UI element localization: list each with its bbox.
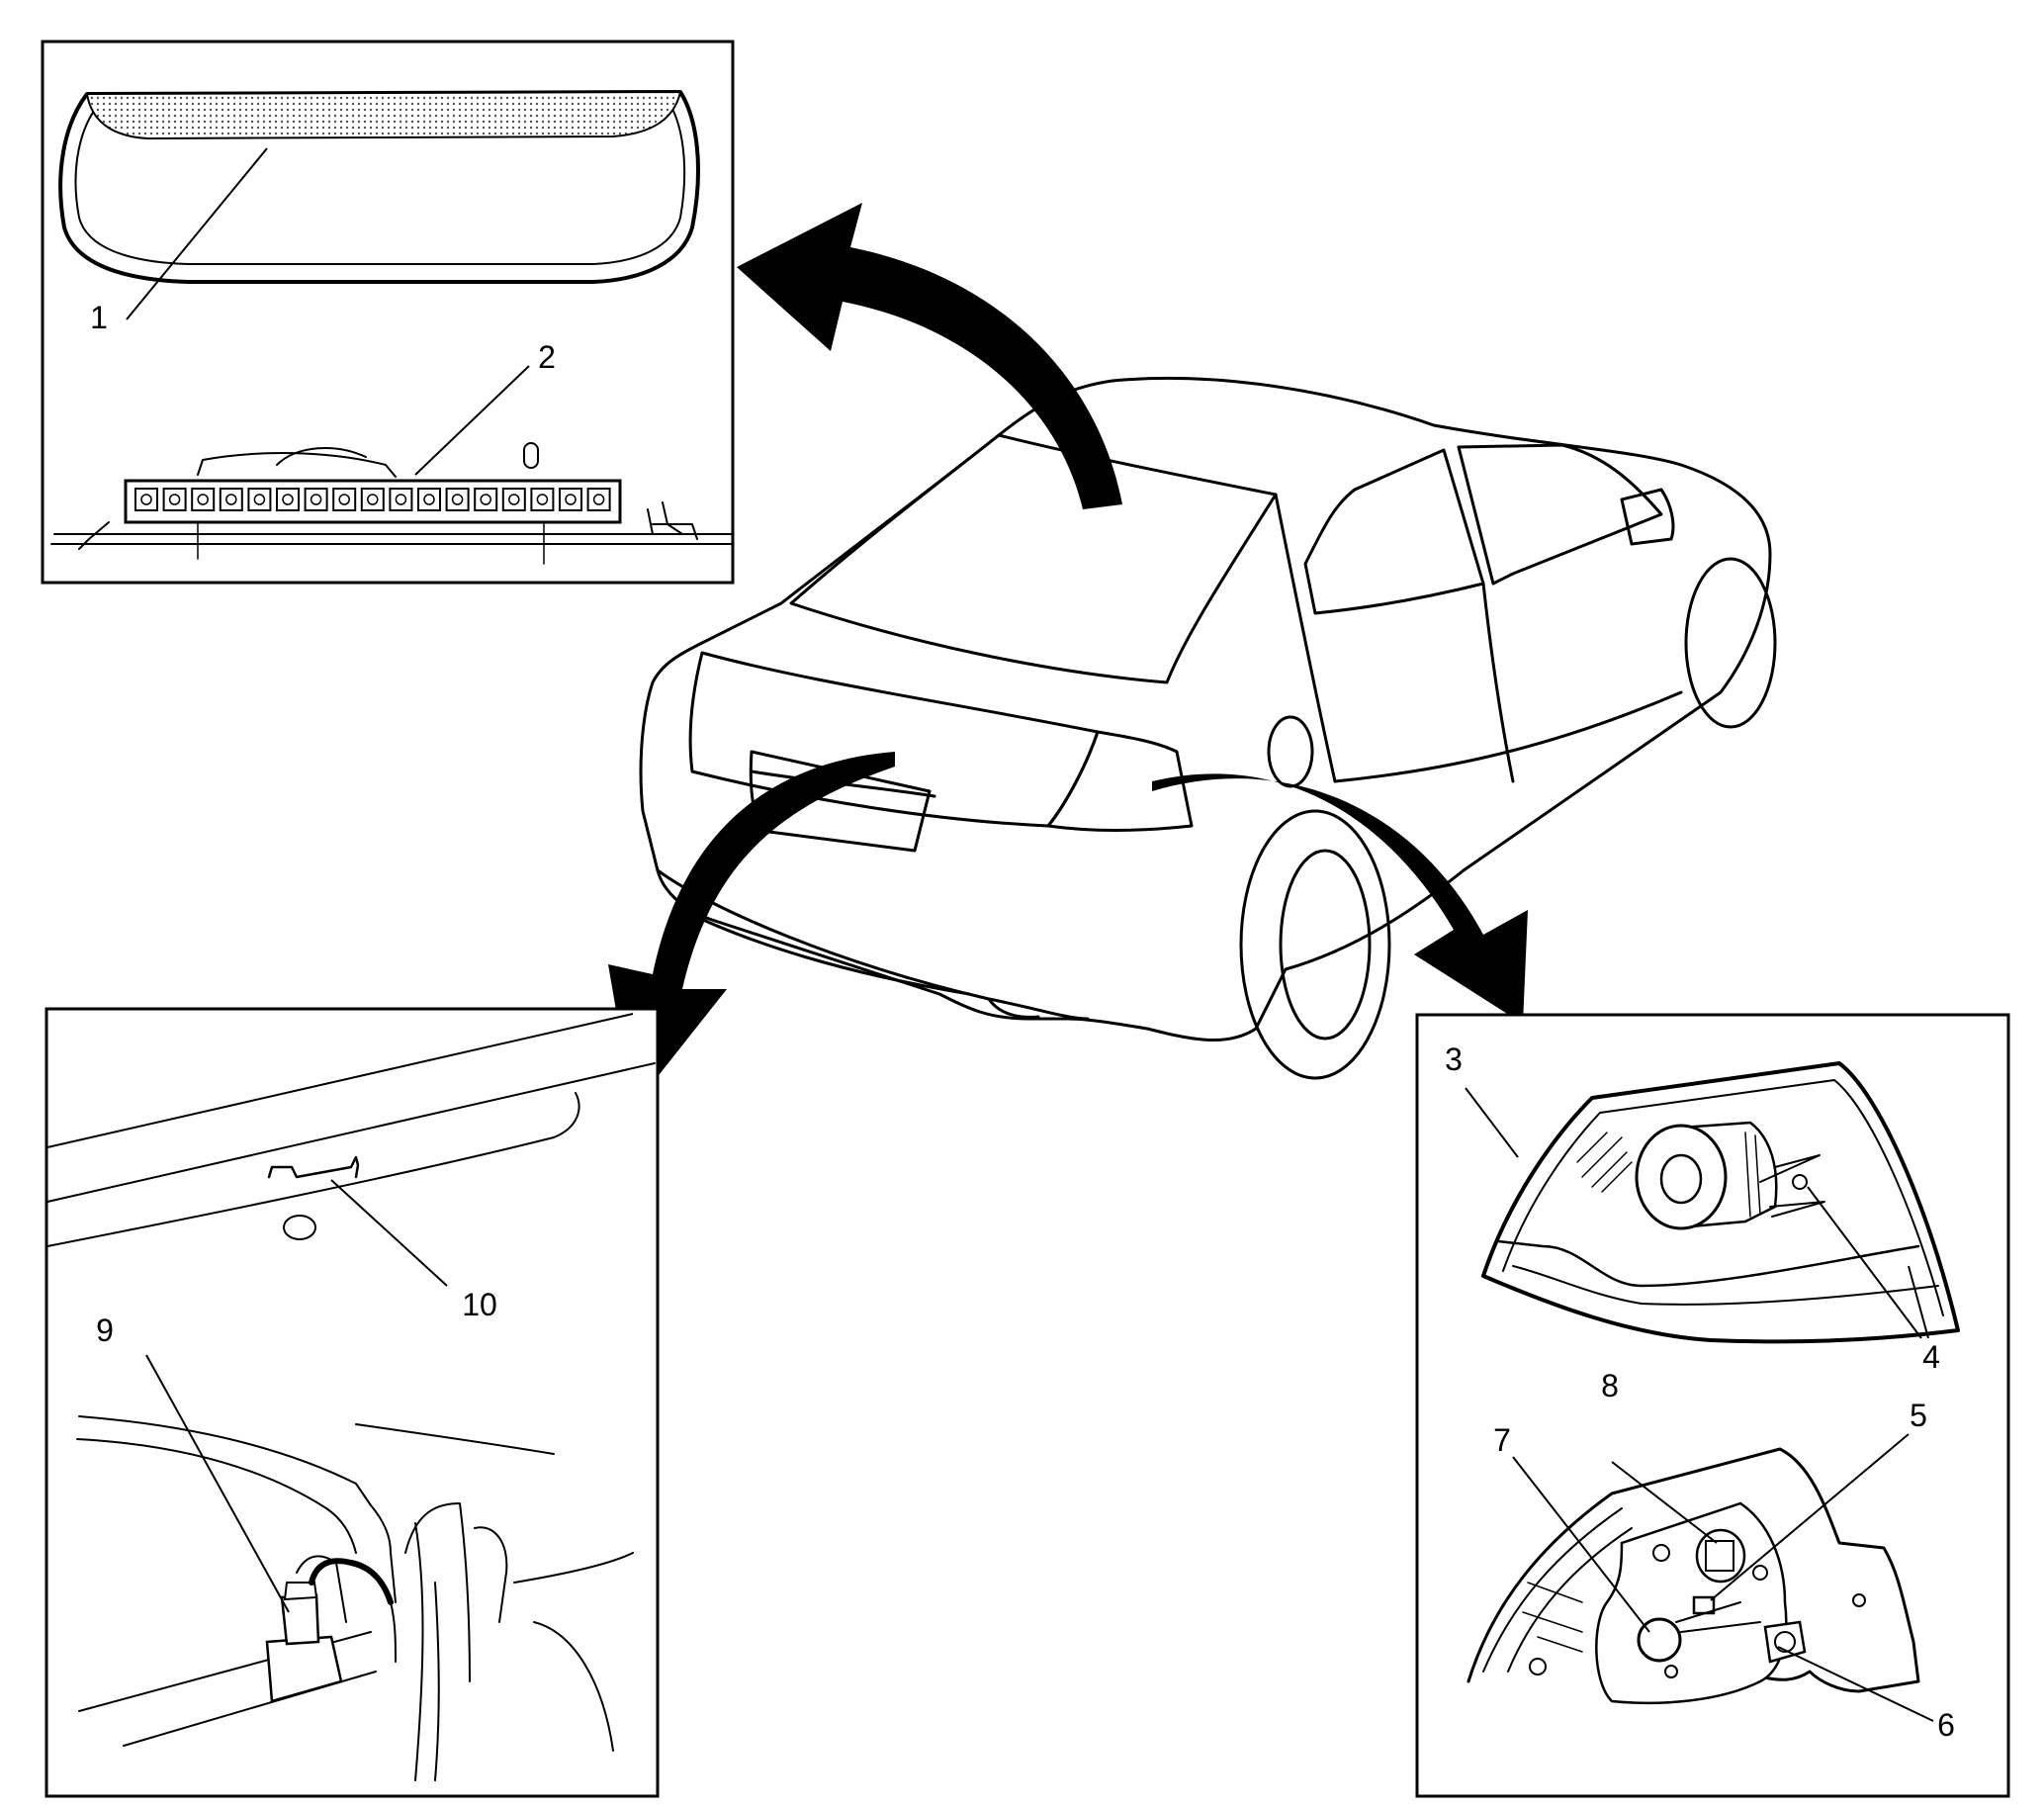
callout-8: 8 bbox=[1601, 1368, 1619, 1404]
tail-lamp-bulb-socket-side bbox=[1763, 1620, 1807, 1664]
led-cell bbox=[162, 488, 187, 511]
led-icon bbox=[168, 494, 181, 505]
callout-4: 4 bbox=[1922, 1339, 1940, 1375]
vehicle-rear-view bbox=[639, 376, 1777, 1080]
tail-lamp-bulb-socket-lower bbox=[1637, 1617, 1682, 1663]
stop-lamp-led-board bbox=[50, 442, 733, 565]
led-cell bbox=[134, 488, 158, 511]
vehicle-side-window-rear bbox=[1303, 448, 1485, 615]
panel-tail-lamp: 3 4 5 6 7 8 bbox=[1415, 1013, 2010, 1798]
vehicle-side-mirror bbox=[1620, 488, 1675, 546]
led-icon bbox=[565, 494, 577, 505]
led-icon bbox=[140, 494, 152, 505]
callout-6: 6 bbox=[1937, 1707, 1955, 1743]
tail-lamp-bulb-housing bbox=[1635, 1121, 1825, 1230]
vehicle-side-window-front bbox=[1457, 443, 1663, 586]
led-cell bbox=[247, 488, 272, 511]
led-icon bbox=[480, 494, 491, 505]
vehicle-front-wheel bbox=[1684, 557, 1777, 729]
led-cell bbox=[530, 488, 555, 511]
arrow-to-tail-lamp bbox=[1152, 773, 1528, 1024]
license-lamp-bracket bbox=[267, 1155, 360, 1179]
tail-lamp-rear-housing bbox=[1466, 1447, 1920, 1693]
callout-1: 1 bbox=[90, 300, 108, 335]
tail-lamp-lens bbox=[1481, 1061, 1960, 1344]
led-icon bbox=[508, 494, 520, 505]
led-cell bbox=[332, 488, 357, 511]
callout-5: 5 bbox=[1910, 1398, 1927, 1433]
led-cell bbox=[389, 488, 413, 511]
vehicle-rear-bumper bbox=[656, 868, 1090, 1021]
arrow-to-license-lamp bbox=[608, 752, 895, 1108]
license-lamp-socket bbox=[265, 1558, 397, 1703]
led-icon bbox=[367, 494, 379, 505]
license-lamp-hole bbox=[283, 1215, 316, 1240]
stop-lamp-lens bbox=[58, 90, 700, 284]
led-cell bbox=[360, 488, 385, 511]
vehicle-roof bbox=[639, 376, 1772, 1041]
led-cell bbox=[474, 488, 498, 511]
led-icon bbox=[338, 494, 350, 505]
led-icon bbox=[536, 494, 549, 505]
led-cell bbox=[219, 488, 243, 511]
vehicle-rear-wheel bbox=[1239, 809, 1391, 1080]
callout-10: 10 bbox=[462, 1287, 497, 1322]
vehicle-fuel-door bbox=[1267, 715, 1314, 788]
led-cell bbox=[501, 488, 526, 511]
led-icon bbox=[423, 494, 435, 505]
arrow-to-center-stop-lamp bbox=[737, 203, 1122, 509]
panel-license-plate-lamp: 10 9 bbox=[44, 1007, 660, 1798]
led-cell bbox=[586, 488, 611, 511]
led-icon bbox=[451, 494, 464, 505]
callout-2: 2 bbox=[538, 339, 556, 375]
led-icon bbox=[197, 494, 209, 505]
led-icon bbox=[282, 494, 294, 505]
vehicle-rear-window bbox=[789, 433, 1278, 684]
tail-lamp-bulb-socket-upper bbox=[1695, 1528, 1746, 1584]
vehicle-tail-lamp bbox=[1046, 730, 1194, 833]
led-icon bbox=[592, 494, 605, 505]
led-cell bbox=[417, 488, 441, 511]
led-icon bbox=[253, 494, 266, 505]
led-cell bbox=[191, 488, 216, 511]
led-cell bbox=[276, 488, 300, 511]
callout-7: 7 bbox=[1493, 1422, 1511, 1458]
led-icon bbox=[310, 494, 322, 505]
stop-lamp-led-strip bbox=[85, 90, 682, 140]
led-icon bbox=[395, 494, 407, 505]
led-icon bbox=[225, 494, 237, 505]
led-cell bbox=[445, 488, 470, 511]
led-cell bbox=[304, 488, 328, 511]
callout-9: 9 bbox=[96, 1313, 114, 1348]
panel-center-high-mount-stop-lamp: 1 2 bbox=[41, 40, 735, 585]
callout-3: 3 bbox=[1445, 1041, 1463, 1077]
led-cell bbox=[559, 488, 582, 511]
